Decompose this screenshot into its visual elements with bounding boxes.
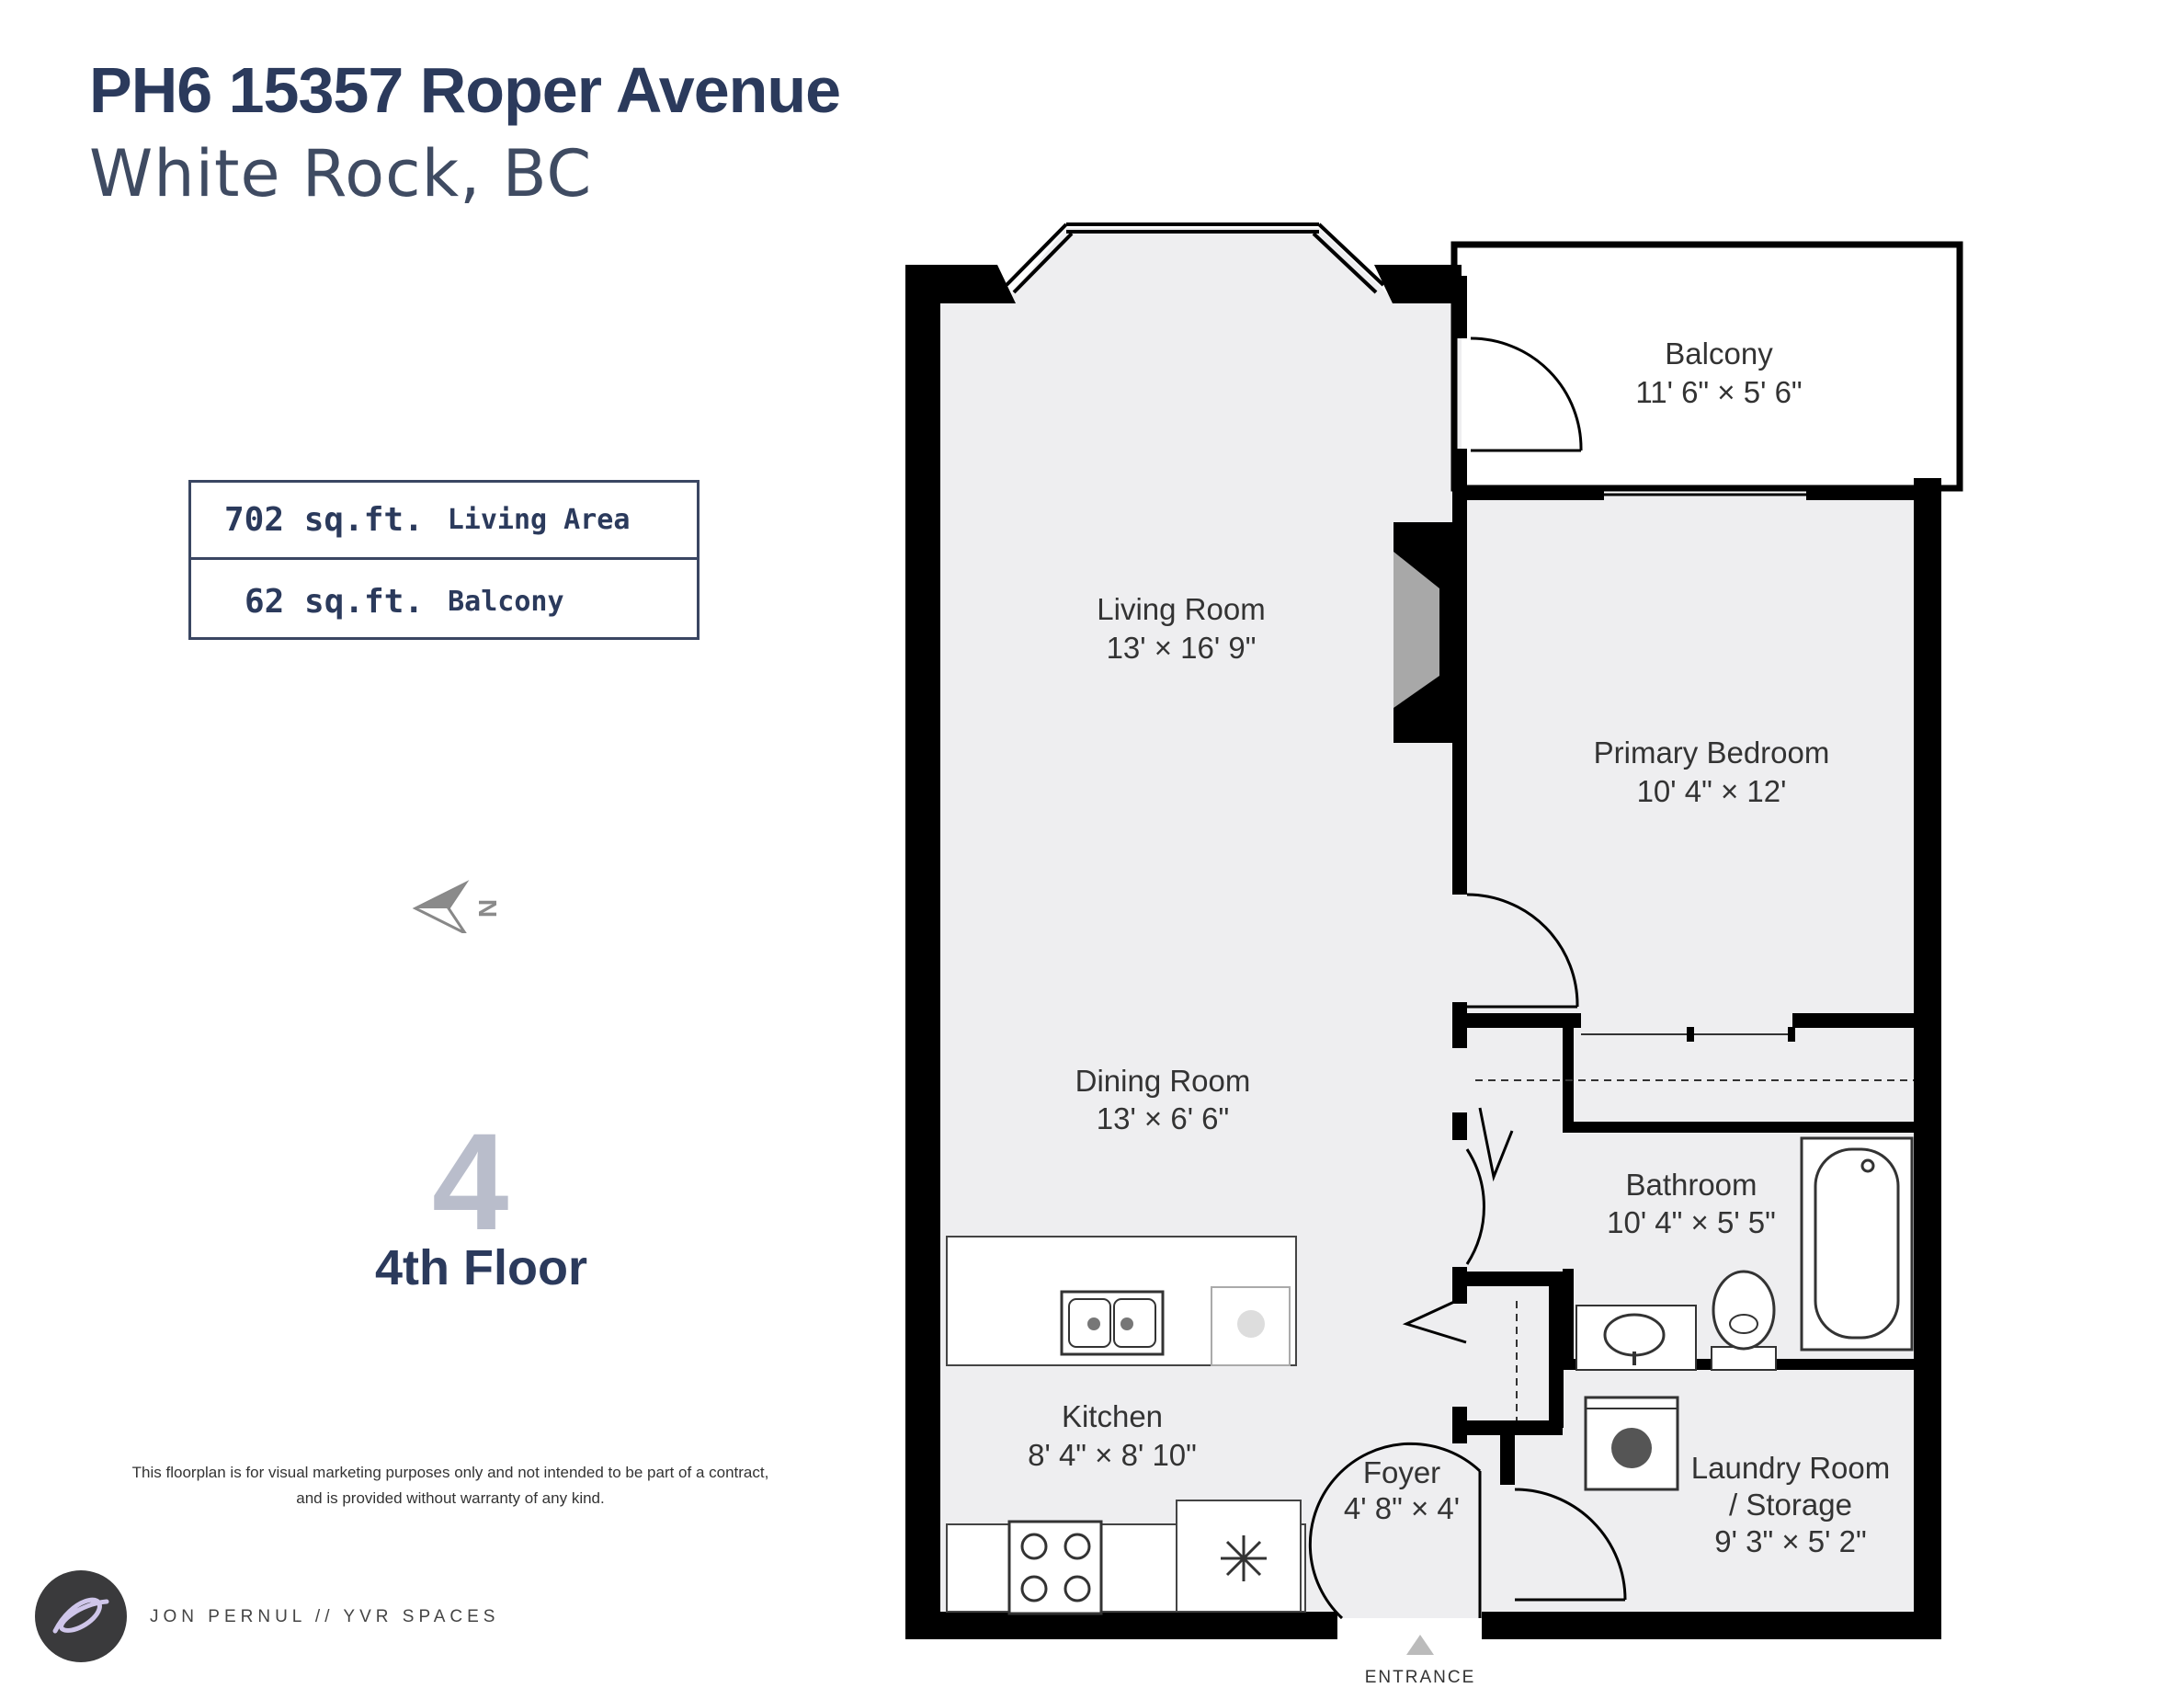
area-value: 702 sq.ft. [224, 501, 424, 539]
fridge-icon [1221, 1535, 1267, 1581]
room-dims-bedroom: 10' 4" × 12' [1637, 774, 1787, 808]
brand-logo-icon [35, 1570, 127, 1662]
room-dims-laundry: 9' 3" × 5' 2" [1714, 1524, 1866, 1558]
room-name-living: Living Room [1097, 592, 1265, 626]
floor-bedroom [1462, 496, 1914, 1011]
area-summary-table: 702 sq.ft. Living Area 62 sq.ft. Balcony [188, 480, 700, 640]
room-name-dining: Dining Room [1075, 1064, 1251, 1098]
bay-windows [1005, 222, 1385, 294]
listing-address: PH6 15357 Roper Avenue [89, 54, 841, 126]
entrance-arrow-icon [1406, 1635, 1434, 1655]
area-value: 62 sq.ft. [245, 582, 425, 621]
disclaimer: This floorplan is for visual marketing p… [92, 1460, 809, 1511]
entrance-label: ENTRANCE [1365, 1668, 1476, 1687]
bedroom-window [1604, 485, 1806, 496]
room-name-balcony: Balcony [1665, 336, 1773, 371]
north-compass-icon: N [412, 878, 504, 937]
floor-bay [1011, 228, 1388, 294]
toilet-icon [1711, 1270, 1777, 1371]
bathtub-icon [1800, 1136, 1914, 1352]
fireplace-icon [1393, 552, 1439, 708]
room-name-bathroom: Bathroom [1625, 1168, 1757, 1202]
room-name-laundry: Laundry Room [1691, 1451, 1890, 1485]
room-dims-foyer: 4' 8" × 4' [1344, 1491, 1460, 1525]
photographer-credit: JON PERNUL // YVR SPACES [150, 1607, 500, 1626]
floor-living-dining-kitchen [938, 294, 1462, 1618]
area-label: Balcony [448, 585, 564, 618]
room-dims-dining: 13' × 6' 6" [1097, 1101, 1230, 1135]
room-name-laundry-line2: / Storage [1729, 1488, 1852, 1522]
area-row-living: 702 sq.ft. Living Area [191, 483, 697, 560]
room-dims-bathroom: 10' 4" × 5' 5" [1607, 1205, 1776, 1239]
bathroom-vanity-icon [1575, 1305, 1697, 1371]
floor-name: 4th Floor [375, 1240, 587, 1295]
room-name-foyer: Foyer [1363, 1455, 1440, 1489]
disclaimer-line: This floorplan is for visual marketing p… [131, 1464, 769, 1481]
room-name-kitchen: Kitchen [1062, 1399, 1163, 1433]
floor-number: 4 [432, 1104, 509, 1259]
room-dims-balcony: 11' 6" × 5' 6" [1635, 375, 1802, 409]
compass-letter: N [473, 899, 502, 918]
washer-icon [1584, 1396, 1679, 1491]
dishwasher-icon [1211, 1286, 1291, 1366]
sink-icon [1060, 1290, 1165, 1356]
area-row-balcony: 62 sq.ft. Balcony [191, 563, 697, 640]
room-name-bedroom: Primary Bedroom [1594, 736, 1830, 770]
floor-laundry [1507, 1379, 1914, 1616]
doors [1308, 336, 1627, 1620]
listing-city: White Rock, BC [89, 136, 593, 211]
area-label: Living Area [447, 504, 631, 536]
disclaimer-line: and is provided without warranty of any … [296, 1489, 605, 1507]
room-dims-living: 13' × 16' 9" [1107, 631, 1257, 665]
stove-icon [1007, 1520, 1103, 1615]
room-dims-kitchen: 8' 4" × 8' 10" [1028, 1438, 1197, 1472]
